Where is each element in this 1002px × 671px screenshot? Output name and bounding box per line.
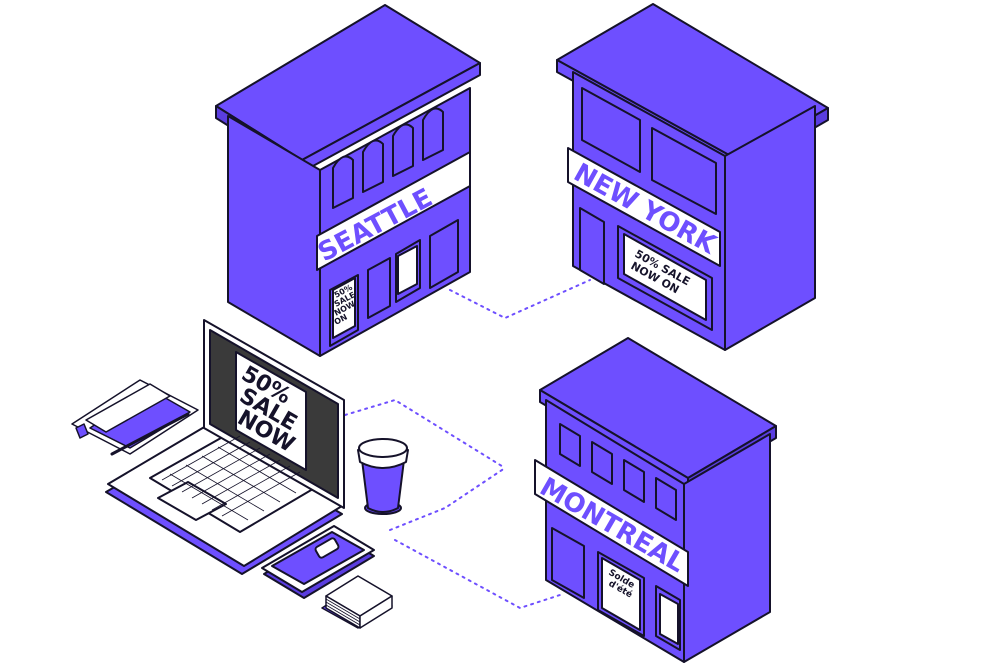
connection-lines (344, 279, 591, 610)
phone-screen (271, 531, 365, 585)
seattle-sign (316, 151, 471, 271)
montreal-small-poster (659, 593, 679, 645)
seattle-small-poster (397, 245, 418, 295)
laptop-screen-text: 50% SALE NOW (233, 362, 301, 458)
line-phone-montreal (394, 539, 561, 610)
montreal-building (534, 337, 777, 663)
line-seattle-newyork (449, 279, 591, 320)
montreal-side-wall (683, 433, 771, 663)
newyork-side-wall (724, 105, 816, 351)
montreal-poster (601, 557, 641, 631)
newyork-sign (567, 147, 721, 267)
seattle-windows (332, 107, 444, 209)
laptop (105, 319, 345, 575)
newyork-poster (623, 233, 707, 321)
chat-bubble-icon (314, 537, 340, 559)
newyork-building (556, 3, 829, 351)
montreal-sign (534, 459, 689, 587)
line-hub-montreal (389, 467, 506, 531)
seattle-poster (332, 277, 356, 339)
pencil (110, 412, 190, 456)
color-swatch-fan (71, 379, 199, 455)
smartphone (261, 525, 375, 599)
coffee-cup (357, 438, 409, 515)
seattle-building (215, 4, 481, 357)
laptop-keys (161, 435, 301, 521)
laptop-trackpad (157, 481, 227, 521)
